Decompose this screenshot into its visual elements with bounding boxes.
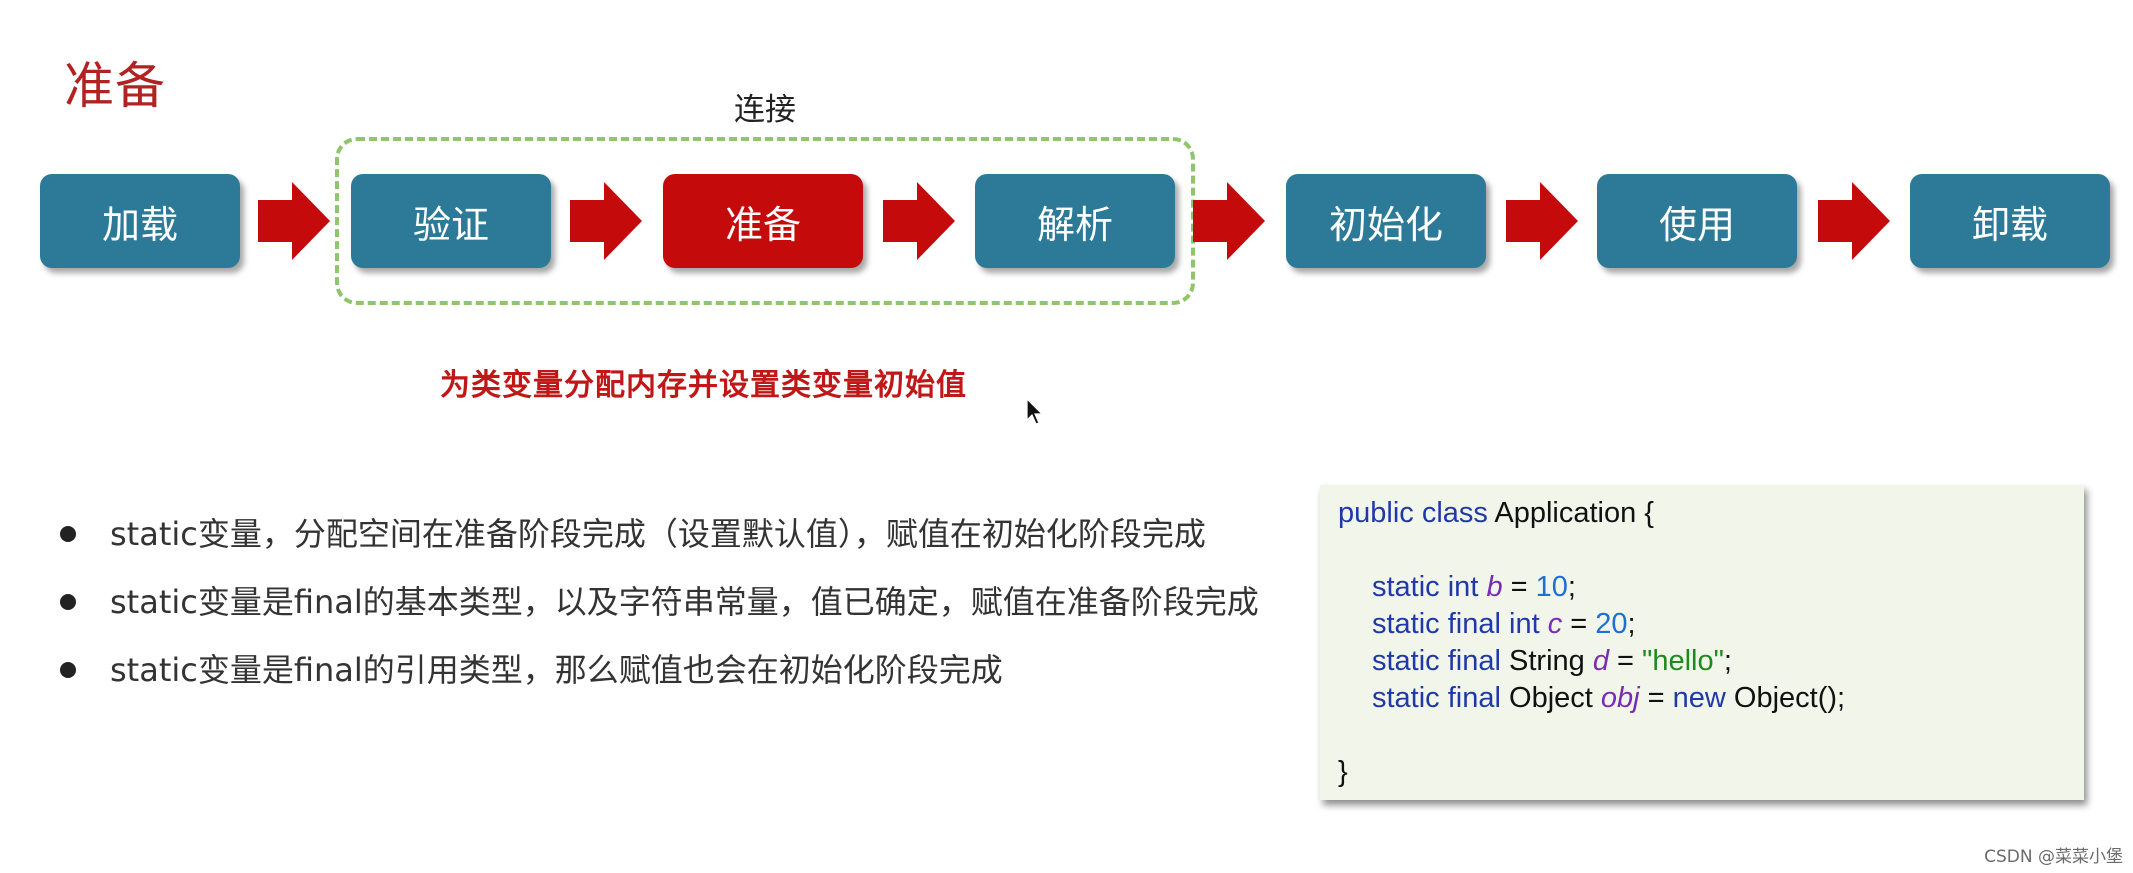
code-line: static final String d = "hello"; <box>1338 643 2066 680</box>
code-text <box>1540 608 1548 640</box>
stage-prepare: 准备 <box>663 174 863 268</box>
code-number: 10 <box>1535 571 1568 603</box>
code-text: ; <box>1627 608 1636 640</box>
bullet-item: static变量是final的引用类型，那么赋值也会在初始化阶段完成 <box>54 641 1259 709</box>
code-line: static int b = 10; <box>1338 569 2066 606</box>
bullet-text: static变量是final的引用类型，那么赋值也会在初始化阶段完成 <box>110 651 1003 689</box>
code-panel: public class Application { static int b … <box>1320 485 2084 800</box>
code-variable: c <box>1547 608 1563 640</box>
stage-resolve: 解析 <box>975 174 1175 268</box>
code-text: = <box>1562 608 1596 640</box>
code-text: Application { <box>1487 497 1654 529</box>
stage-load: 加载 <box>40 174 240 268</box>
code-blank-line <box>1338 532 2066 569</box>
mouse-cursor-icon <box>1026 397 1046 426</box>
right-arrow-icon <box>1506 174 1578 268</box>
right-arrow-icon <box>1193 174 1265 268</box>
code-keyword: static final <box>1372 682 1501 714</box>
code-variable: b <box>1486 571 1503 603</box>
connection-group-label: 连接 <box>734 92 796 128</box>
stage-verify: 验证 <box>351 174 551 268</box>
code-text: ; <box>1567 571 1576 603</box>
code-variable: obj <box>1600 682 1640 714</box>
code-string: "hello" <box>1642 645 1724 677</box>
code-number: 20 <box>1595 608 1628 640</box>
right-arrow-icon <box>258 174 330 268</box>
code-keyword: static int <box>1372 571 1479 603</box>
code-line: } <box>1338 754 2066 791</box>
code-text: = <box>1502 571 1536 603</box>
bullet-dot-icon <box>60 526 76 542</box>
stage-unload: 卸载 <box>1910 174 2110 268</box>
code-line: static final Object obj = new Object(); <box>1338 680 2066 717</box>
code-keyword: public class <box>1338 497 1488 529</box>
bullet-list: static变量，分配空间在准备阶段完成（设置默认值），赋值在初始化阶段完成 s… <box>54 505 1259 709</box>
watermark: CSDN @菜菜小堡 <box>1984 847 2123 867</box>
code-text: = <box>1608 645 1643 677</box>
page-title: 准备 <box>64 57 166 115</box>
code-keyword: static final int <box>1372 608 1540 640</box>
bullet-text: static变量，分配空间在准备阶段完成（设置默认值），赋值在初始化阶段完成 <box>110 515 1206 553</box>
code-text: Object <box>1500 682 1601 714</box>
bullet-item: static变量是final的基本类型，以及字符串常量，值已确定，赋值在准备阶段… <box>54 573 1259 641</box>
code-text: = <box>1639 682 1673 714</box>
code-variable: d <box>1592 645 1609 677</box>
code-text: Object(); <box>1725 682 1846 714</box>
code-text: ; <box>1723 645 1732 677</box>
code-text: String <box>1500 645 1593 677</box>
bullet-text: static变量是final的基本类型，以及字符串常量，值已确定，赋值在准备阶段… <box>110 583 1259 621</box>
stage-use: 使用 <box>1597 174 1797 268</box>
code-line: static final int c = 20; <box>1338 606 2066 643</box>
bullet-dot-icon <box>60 662 76 678</box>
bullet-dot-icon <box>60 594 76 610</box>
prepare-description: 为类变量分配内存并设置类变量初始值 <box>440 368 967 403</box>
right-arrow-icon <box>883 174 955 268</box>
stage-initialize: 初始化 <box>1286 174 1486 268</box>
bullet-item: static变量，分配空间在准备阶段完成（设置默认值），赋值在初始化阶段完成 <box>54 505 1259 573</box>
code-blank-line <box>1338 717 2066 754</box>
code-keyword: static final <box>1372 645 1501 677</box>
code-line: public class Application { <box>1338 495 2066 532</box>
right-arrow-icon <box>1818 174 1890 268</box>
code-keyword: new <box>1672 682 1726 714</box>
right-arrow-icon <box>570 174 642 268</box>
code-text: } <box>1338 756 1348 788</box>
